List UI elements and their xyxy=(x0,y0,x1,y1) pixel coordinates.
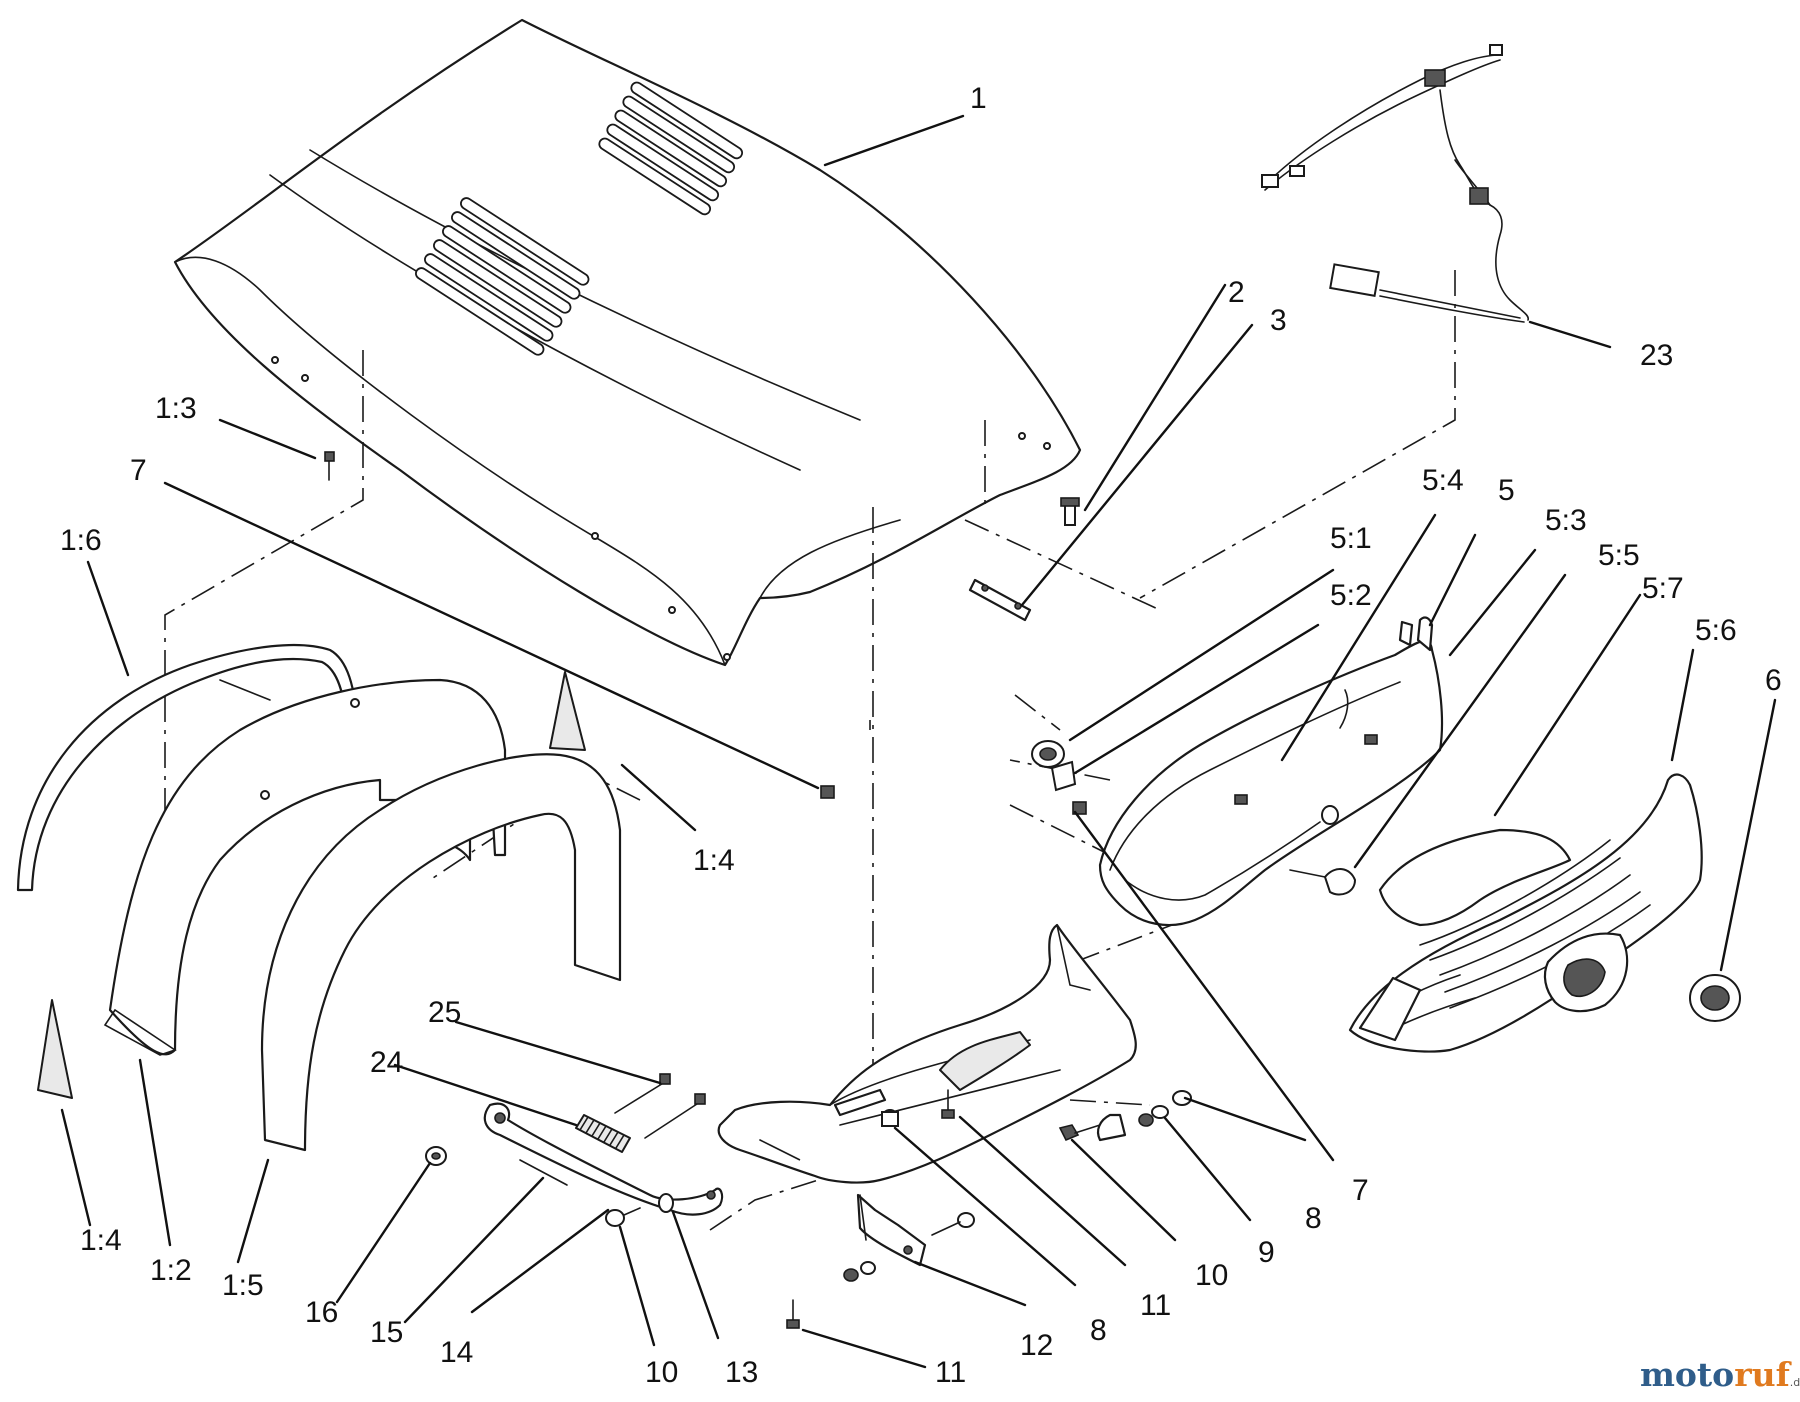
inner-fender-part-1-2 xyxy=(108,678,507,1056)
callout-7-right: 7 xyxy=(1352,1174,1369,1207)
lever-14 xyxy=(483,1102,724,1216)
washer-16 xyxy=(425,1146,447,1166)
svg-text:motoruf.de: motoruf.de xyxy=(1640,1355,1800,1394)
grille-frame-5 xyxy=(1098,616,1444,927)
callout-12: 12 xyxy=(1020,1329,1053,1362)
corner-block-left xyxy=(37,999,73,1099)
watermark-part2: ruf xyxy=(1734,1355,1791,1394)
callout-25: 25 xyxy=(428,996,461,1029)
watermark-suffix: .de xyxy=(1790,1376,1800,1389)
callout-7-top: 7 xyxy=(130,454,147,487)
callout-10-lower: 10 xyxy=(645,1356,678,1389)
callout-6: 6 xyxy=(1765,664,1782,697)
screw-11-lower xyxy=(786,1299,800,1329)
bolt-set-12 xyxy=(843,1212,975,1282)
screw-1-3 xyxy=(324,451,335,481)
pin-15 xyxy=(519,1159,568,1186)
watermark-logo: motoruf.de xyxy=(1640,1355,1800,1394)
leader-lines xyxy=(60,114,1777,1369)
callout-10-right: 10 xyxy=(1195,1259,1228,1292)
hood-part-1 xyxy=(173,18,1082,667)
callout-1-2: 1:2 xyxy=(150,1254,192,1287)
callout-1-5: 1:5 xyxy=(222,1269,264,1302)
emblem-6 xyxy=(1689,974,1741,1022)
washer-nut-set xyxy=(1058,1090,1192,1142)
callout-24: 24 xyxy=(370,1046,403,1079)
callout-5-2: 5:2 xyxy=(1330,579,1372,612)
callout-8-lower: 8 xyxy=(1090,1314,1107,1347)
callout-1-4-left: 1:4 xyxy=(80,1224,122,1257)
bulb-5-5 xyxy=(1289,868,1357,896)
callout-9: 9 xyxy=(1258,1236,1275,1269)
screw-11-upper xyxy=(941,1089,955,1119)
callout-15: 15 xyxy=(370,1316,403,1349)
tab-5-2 xyxy=(1050,760,1077,792)
callout-5-4: 5:4 xyxy=(1422,464,1464,497)
callout-3: 3 xyxy=(1270,304,1287,337)
wire-harness-23 xyxy=(1261,44,1530,323)
outer-fender-part-1-5 xyxy=(260,753,622,1152)
callout-5-7: 5:7 xyxy=(1642,572,1684,605)
grille-5-6 xyxy=(1348,773,1703,1053)
callout-labels: 1 2 3 1:3 7 1:6 1:4 5:4 5 5:3 5:1 5:5 5:… xyxy=(60,82,1782,1389)
nut-8-lower xyxy=(881,1111,899,1127)
bracket-12 xyxy=(856,1193,927,1267)
hood-bracket-3 xyxy=(968,578,1032,622)
washer-13 xyxy=(658,1193,674,1213)
light-socket-5-1 xyxy=(1031,740,1065,768)
hood-vent-upper xyxy=(598,81,744,216)
callout-5-6: 5:6 xyxy=(1695,614,1737,647)
callout-16: 16 xyxy=(305,1296,338,1329)
lens-5-7 xyxy=(1378,828,1572,927)
callout-1-6: 1:6 xyxy=(60,524,102,557)
callout-11-lower: 11 xyxy=(935,1356,966,1389)
callout-14: 14 xyxy=(440,1336,473,1369)
bolts-25 xyxy=(614,1073,706,1139)
hood-vent-lower xyxy=(415,197,590,356)
callout-5-5: 5:5 xyxy=(1598,539,1640,572)
callout-23: 23 xyxy=(1640,339,1673,372)
callout-1-3: 1:3 xyxy=(155,392,197,425)
watermark-part1: moto xyxy=(1640,1355,1734,1394)
callout-1: 1 xyxy=(970,82,987,115)
clip-nut-7 xyxy=(820,785,835,799)
bolt-10-lower xyxy=(605,1207,641,1227)
callout-1-4-right: 1:4 xyxy=(693,844,735,877)
corner-block-right xyxy=(549,671,586,751)
callout-5: 5 xyxy=(1498,474,1515,507)
spring-24 xyxy=(575,1114,631,1153)
callout-2: 2 xyxy=(1228,276,1245,309)
callout-13: 13 xyxy=(725,1356,758,1389)
callout-8-right: 8 xyxy=(1305,1202,1322,1235)
callout-5-1: 5:1 xyxy=(1330,522,1372,555)
front-frame xyxy=(717,923,1137,1184)
callout-5-3: 5:3 xyxy=(1545,504,1587,537)
screw-2 xyxy=(1060,497,1080,526)
callout-11-upper: 11 xyxy=(1140,1289,1171,1322)
